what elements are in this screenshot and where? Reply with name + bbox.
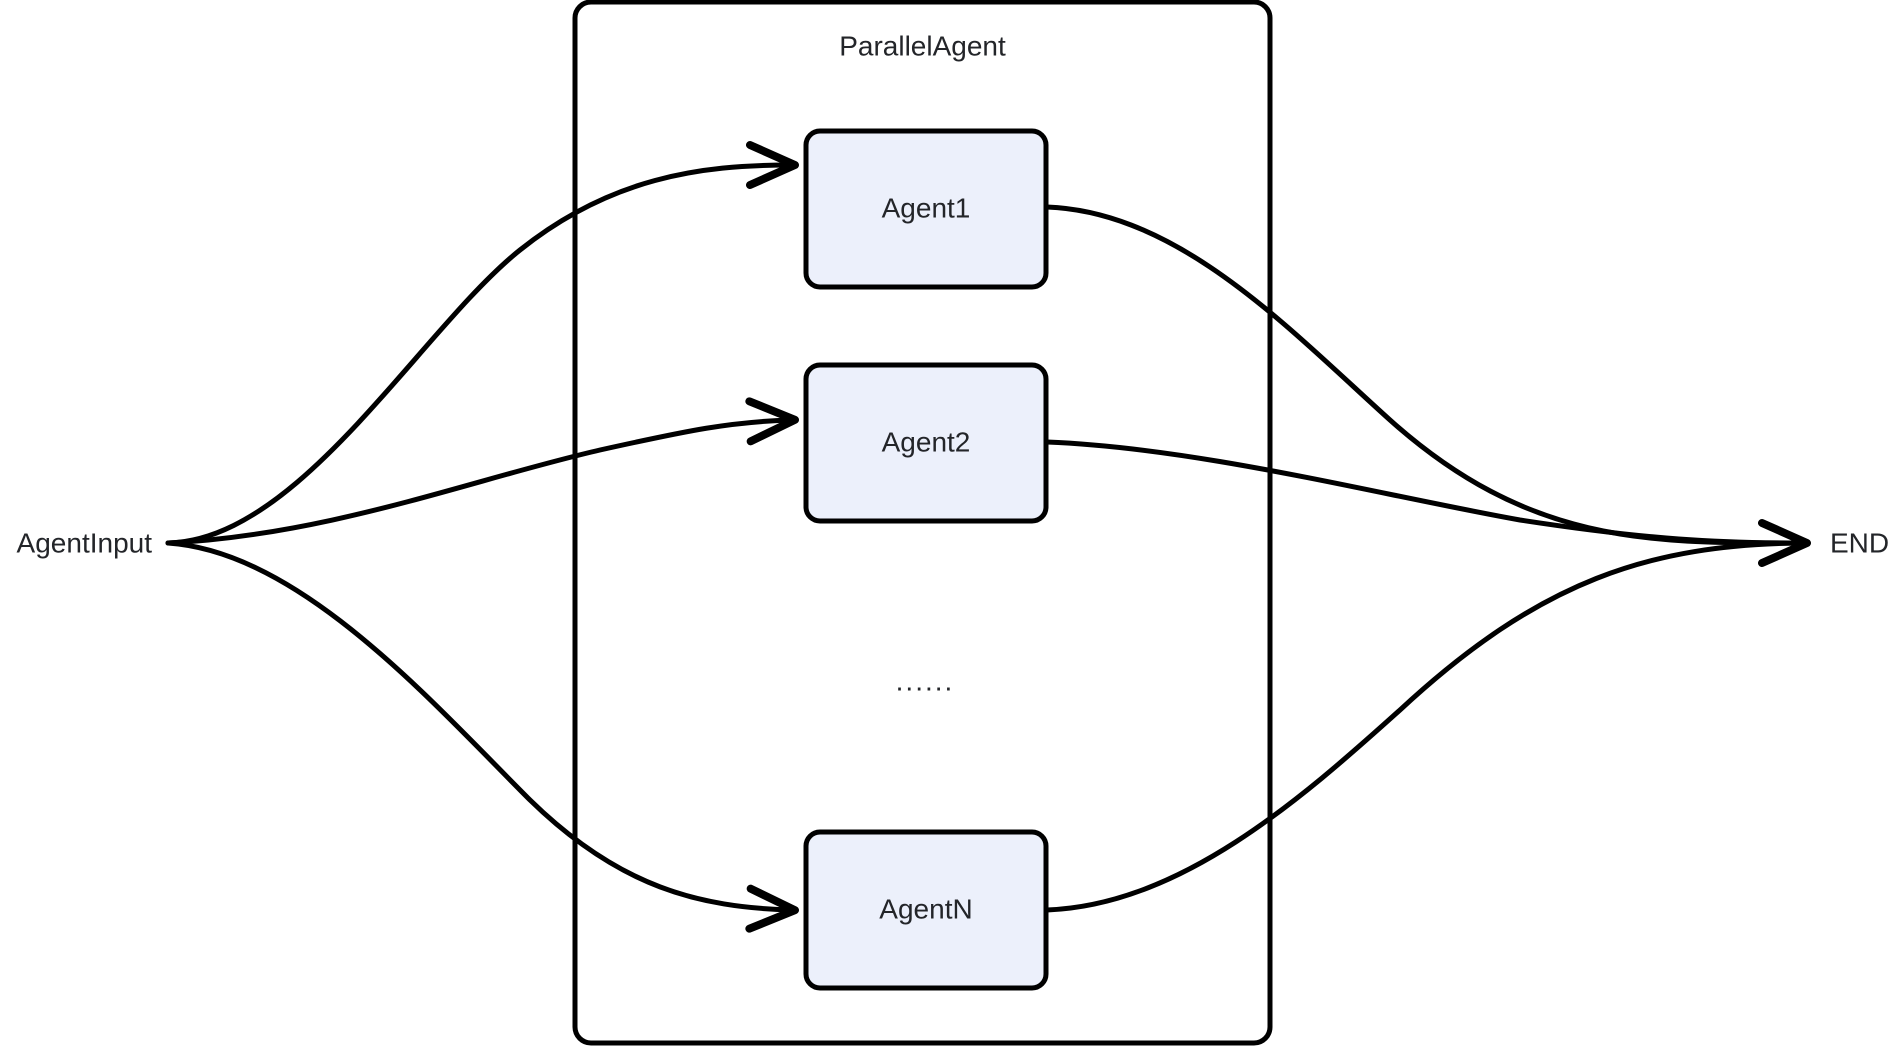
edge-agent2-to-end (1044, 439, 1803, 546)
edge-input-to-agentN (165, 540, 799, 933)
agent-node-agentN[interactable]: AgentN (803, 829, 1049, 991)
agent-node-agent1[interactable]: Agent1 (803, 128, 1049, 290)
edge-input-to-agent1 (165, 141, 799, 546)
agent-node-label-agent2: Agent2 (882, 426, 971, 457)
edge-agentN-to-end (1044, 540, 1803, 913)
agent-node-agent2[interactable]: Agent2 (803, 362, 1049, 524)
parallel-agent-group: ParallelAgent (572, 0, 1273, 1046)
end-terminal-label: END (1830, 527, 1888, 558)
agent-node-label-agentN: AgentN (879, 893, 972, 924)
edge-layer (165, 141, 1811, 933)
agent-node-box-agentN[interactable] (803, 829, 1049, 991)
parallel-agent-group-title: ParallelAgent (839, 30, 1006, 61)
edge-agent1-to-end (1044, 204, 1803, 546)
edge-input-to-agent2 (165, 397, 799, 546)
vertical-ellipsis-label: ...... (896, 665, 955, 696)
agent-node-box-agent2[interactable] (803, 362, 1049, 524)
agent-node-label-agent1: Agent1 (882, 192, 971, 223)
parallel-agent-group-border (572, 0, 1273, 1046)
agent-node-box-agent1[interactable] (803, 128, 1049, 290)
agent-input-terminal-label: AgentInput (17, 527, 153, 558)
